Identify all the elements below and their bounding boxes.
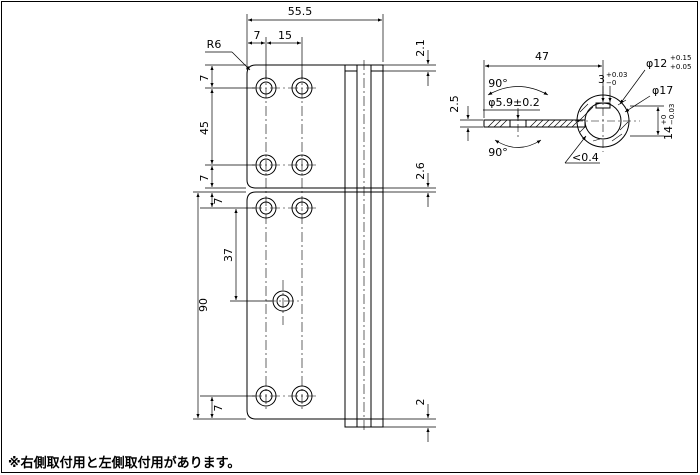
dim-90: 90: [197, 298, 210, 312]
hole: [272, 290, 294, 312]
dim-14: 14: [662, 126, 675, 140]
dim-7-c: 7: [212, 198, 225, 205]
dim-phi17: φ17: [652, 84, 673, 97]
hole: [255, 197, 277, 219]
dim-37: 37: [222, 248, 235, 262]
dim-7-b: 7: [198, 175, 211, 182]
dim-7-d: 7: [212, 405, 225, 412]
dim-7-a: 7: [198, 75, 211, 82]
main-dimension-texts: 55.5 7 15 R6 7 45 7 7 37 90 7 2.1 2.6 2: [197, 5, 427, 412]
dim-phi12-tol-lower: +0.05: [670, 63, 691, 71]
centerlines: [252, 60, 365, 432]
hole: [291, 385, 313, 407]
dim-3-tol-lower: −0: [606, 79, 616, 87]
dim-55-5: 55.5: [288, 5, 313, 18]
dim-47: 47: [535, 50, 549, 63]
dim-3-tol-upper: +0.03: [606, 71, 627, 79]
lower-leaf-outline: [246, 191, 345, 420]
dim-phi12: φ12: [646, 57, 667, 70]
hole: [291, 197, 313, 219]
upper-leaf-outline: [246, 64, 345, 189]
hole: [291, 154, 313, 176]
hinge-front-view: [246, 64, 384, 428]
dim-chamfer: <0.4: [572, 151, 599, 164]
dim-2-6: 2.6: [414, 162, 427, 180]
main-dimension-lines: [193, 14, 436, 442]
dim-15: 15: [278, 29, 292, 42]
dim-r6: R6: [207, 38, 222, 51]
side-dimension-texts: 47 90° 90° 2.5 φ5.9±0.2 φ12 +0.15 +0.05 …: [448, 50, 691, 164]
dim-45: 45: [198, 121, 211, 135]
side-dimension-lines: [460, 60, 664, 164]
dim-2-1: 2.1: [414, 39, 427, 57]
dim-angle-top: 90°: [488, 77, 508, 90]
dim-2: 2: [414, 399, 427, 406]
dim-14-tol-upper: +0: [660, 115, 668, 125]
mounting-note: ※右側取付用と左側取付用があります。: [8, 456, 241, 471]
mounting-holes: [255, 77, 313, 407]
hole: [255, 385, 277, 407]
dim-2-5: 2.5: [448, 95, 461, 113]
dim-phi12-tol-upper: +0.15: [670, 54, 691, 62]
dim-hole-tolerance: φ5.9±0.2: [488, 96, 539, 109]
dim-14-tol-lower: −0.03: [668, 104, 676, 125]
dim-7-top: 7: [254, 29, 261, 42]
hole: [255, 154, 277, 176]
dim-angle-bottom: 90°: [488, 146, 508, 159]
dim-3: 3: [598, 73, 605, 86]
